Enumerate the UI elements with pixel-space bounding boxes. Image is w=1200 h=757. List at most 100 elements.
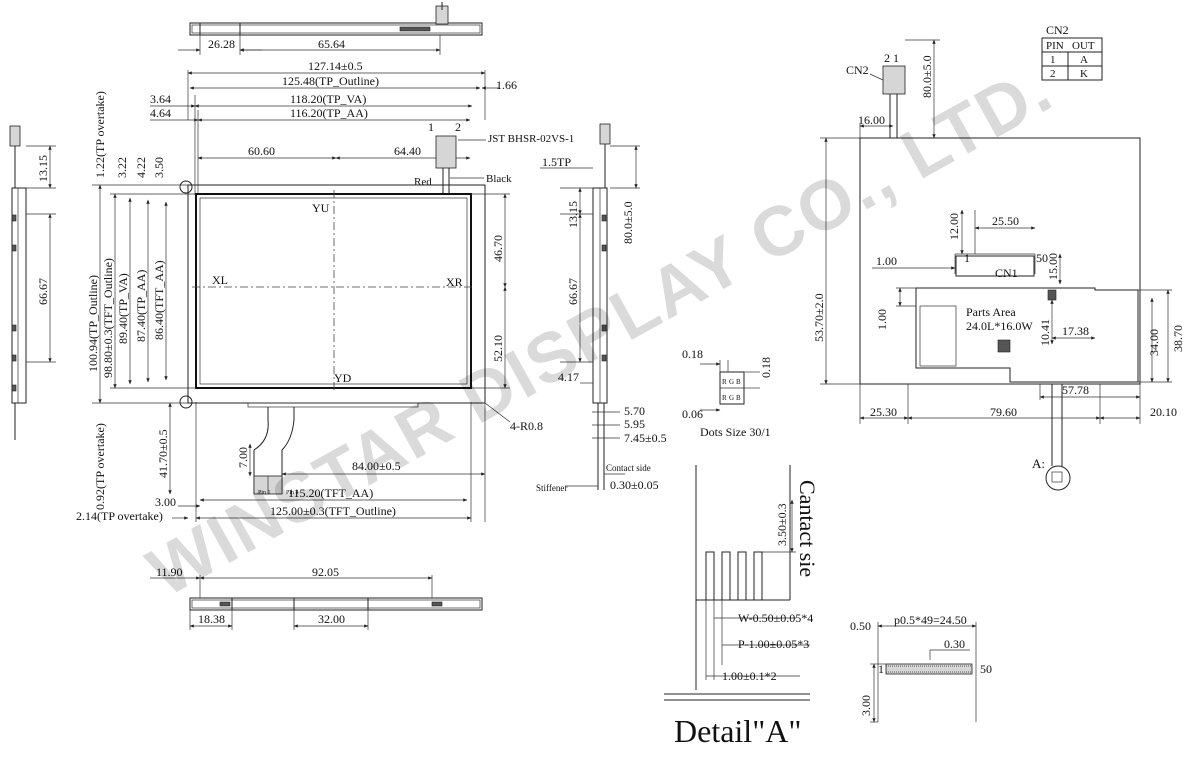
back-cn1-label: CN1	[995, 266, 1018, 280]
side-tp-thickness: 1.5TP	[542, 155, 571, 169]
fpc-pin-1: 1	[878, 662, 884, 676]
dim-fpc-length: 41.70±0.5	[156, 429, 170, 478]
dim-3-00: 3.00	[155, 495, 176, 509]
dim-64-40: 64.40	[394, 144, 421, 158]
dim-tp-va-width: 118.20(TP_VA)	[290, 92, 366, 106]
dots-dim-0-06: 0.06	[682, 407, 703, 421]
dim-tft-aa-height: 86.40(TFT_AA)	[152, 260, 166, 340]
pinout-header-out: OUT	[1072, 40, 1095, 52]
back-dim-25-50: 25.50	[992, 214, 1019, 228]
dots-detail: R G B R G B 0.18 0.18 0.06 Dots Size 30/…	[682, 347, 773, 439]
dim-tp-outline-height: 100.94(TP_Outline)	[86, 275, 100, 372]
dim-tp-overtake-left: 2.14(TP overtake)	[76, 509, 163, 523]
fpc-pin-1-label: Pin 1	[258, 490, 271, 496]
side-mid-dim-4-17: 4.17	[558, 370, 579, 384]
dim-tp-aa-width: 116.20(TP_AA)	[290, 106, 368, 120]
pinout-row-1-pin: 1	[1050, 54, 1056, 66]
corner-radius: 4-R0.8	[510, 419, 543, 433]
front-view: 127.14±0.5 125.48(TP_Outline) 1.66 118.2…	[76, 59, 574, 523]
back-dim-57-78: 57.78	[1062, 383, 1089, 397]
bottom-dim-11-90: 11.90	[156, 565, 183, 579]
bottom-edge-view: 11.90 92.05 18.38 32.00	[150, 565, 483, 630]
detail-width: W-0.50±0.05*4	[738, 611, 813, 625]
pinout-row-2-out: K	[1080, 68, 1088, 80]
side-dim-7-45: 7.45±0.5	[624, 431, 667, 445]
dim-tp-aa-height: 87.40(TP_AA)	[134, 270, 148, 342]
side-dim-0-30: 0.30±0.05	[610, 478, 659, 492]
dot-b-1: B	[736, 378, 741, 386]
connector-pin-2: 2	[455, 120, 461, 134]
side-mid-dim-66-67: 66.67	[566, 278, 580, 305]
fpc-pitch-detail: 0.50 p0.5*49=24.50 0.30 1 50 3.00	[850, 613, 992, 723]
bottom-dim-32-00: 32.00	[318, 612, 345, 626]
back-dim-17-38: 17.38	[1062, 324, 1089, 338]
parts-area-title: Parts Area	[966, 305, 1016, 319]
dim-4-64: 4.64	[150, 106, 171, 120]
dots-dim-0-18-top: 0.18	[682, 347, 703, 361]
middle-side-view: 1.5TP 80.0±5.0 13.15 66.67 4.17 5.70 5.9…	[536, 123, 667, 493]
detail-contact-side: Cantact sie	[795, 480, 820, 577]
dots-caption: Dots Size 30/1	[700, 425, 771, 439]
fpc-pitch-formula: p0.5*49=24.50	[894, 613, 967, 627]
dim-tft-aa-width: 115.20(TFT_AA)	[288, 486, 373, 500]
side-dim-66-67: 66.67	[36, 278, 50, 305]
detail-a: 3.50±0.3 Cantact sie W-0.50±0.05*4 P-1.0…	[664, 465, 820, 749]
dot-r-2: R	[722, 394, 727, 402]
left-side-view: 13.15 66.67	[9, 125, 56, 440]
dot-b-2: B	[736, 394, 741, 402]
back-dim-16-00: 16.00	[858, 113, 885, 127]
back-dim-25-30: 25.30	[870, 405, 897, 419]
back-cable-length: 80.0±5.0	[920, 55, 934, 98]
connector-part-number: JST BHSR-02VS-1	[488, 133, 574, 145]
back-dim-1-00-b: 1.00	[875, 309, 889, 330]
parts-area-size: 24.0L*16.0W	[966, 319, 1033, 333]
dim-3-22: 3.22	[115, 157, 129, 178]
pinout-row-2-pin: 2	[1050, 68, 1056, 80]
stiffener-label: Stiffener	[536, 483, 567, 493]
back-dim-79-60: 79.60	[990, 405, 1017, 419]
back-view: 2 1 CN2 80.0±5.0 16.00 1 50 CN1 25.50 12…	[812, 39, 1185, 491]
dim-tft-outline-width: 125.00±0.3(TFT_Outline)	[270, 504, 396, 518]
dim-total-width: 127.14±0.5	[308, 59, 363, 73]
dim-52-10: 52.10	[491, 335, 505, 362]
back-dim-10-41: 10.41	[1038, 319, 1052, 346]
dim-84-00: 84.00±0.5	[352, 459, 401, 473]
dim-46-70: 46.70	[491, 235, 505, 262]
dim-tp-overtake-bottom: 0.92(TP overtake)	[93, 423, 107, 510]
pinout-header-pin: PIN	[1046, 40, 1064, 52]
back-dim-20-10: 20.10	[1150, 405, 1177, 419]
touch-label-xr: XR	[446, 275, 463, 289]
back-cn2-pins: 2 1	[884, 51, 899, 65]
connector-pin-1: 1	[428, 120, 434, 134]
dim-26-28: 26.28	[208, 37, 235, 51]
dim-3-50: 3.50	[152, 157, 166, 178]
back-cn1-pin-50: 50	[1036, 251, 1048, 265]
wire-red-label: Red	[414, 176, 432, 188]
dots-dim-0-18-side: 0.18	[759, 357, 773, 378]
fpc-dim-0-30: 0.30	[944, 637, 965, 651]
dim-1-66: 1.66	[496, 78, 517, 92]
bottom-dim-92-05: 92.05	[312, 565, 339, 579]
dot-g-1: G	[729, 378, 734, 386]
back-dim-12-00: 12.00	[947, 213, 961, 240]
dim-tp-outline-width: 125.48(TP_Outline)	[282, 74, 379, 88]
detail-pitch: P-1.00±0.05*3	[738, 637, 809, 651]
top-edge-view: 26.28 65.64	[178, 2, 483, 55]
back-dim-34-00: 34.00	[1147, 329, 1161, 356]
fpc-dim-3-00: 3.00	[859, 695, 873, 716]
dim-fpc-7-00: 7.00	[236, 447, 250, 468]
side-cable-length: 80.0±5.0	[621, 201, 635, 244]
dim-4-22: 4.22	[134, 157, 148, 178]
dim-3-64: 3.64	[150, 92, 171, 106]
dot-r-1: R	[722, 378, 727, 386]
dim-65-64: 65.64	[318, 37, 345, 51]
bottom-dim-18-38: 18.38	[198, 612, 225, 626]
fpc-dim-0-50: 0.50	[850, 619, 871, 633]
side-dim-5-95: 5.95	[624, 417, 645, 431]
pinout-row-1-out: A	[1080, 54, 1088, 66]
fpc-pin-4-label: Pin 4	[286, 490, 299, 496]
detail-title: Detail"A"	[674, 713, 801, 749]
touch-label-yd: YD	[334, 371, 352, 385]
pinout-table: CN2 PIN OUT 1 A 2 K	[1041, 23, 1103, 81]
